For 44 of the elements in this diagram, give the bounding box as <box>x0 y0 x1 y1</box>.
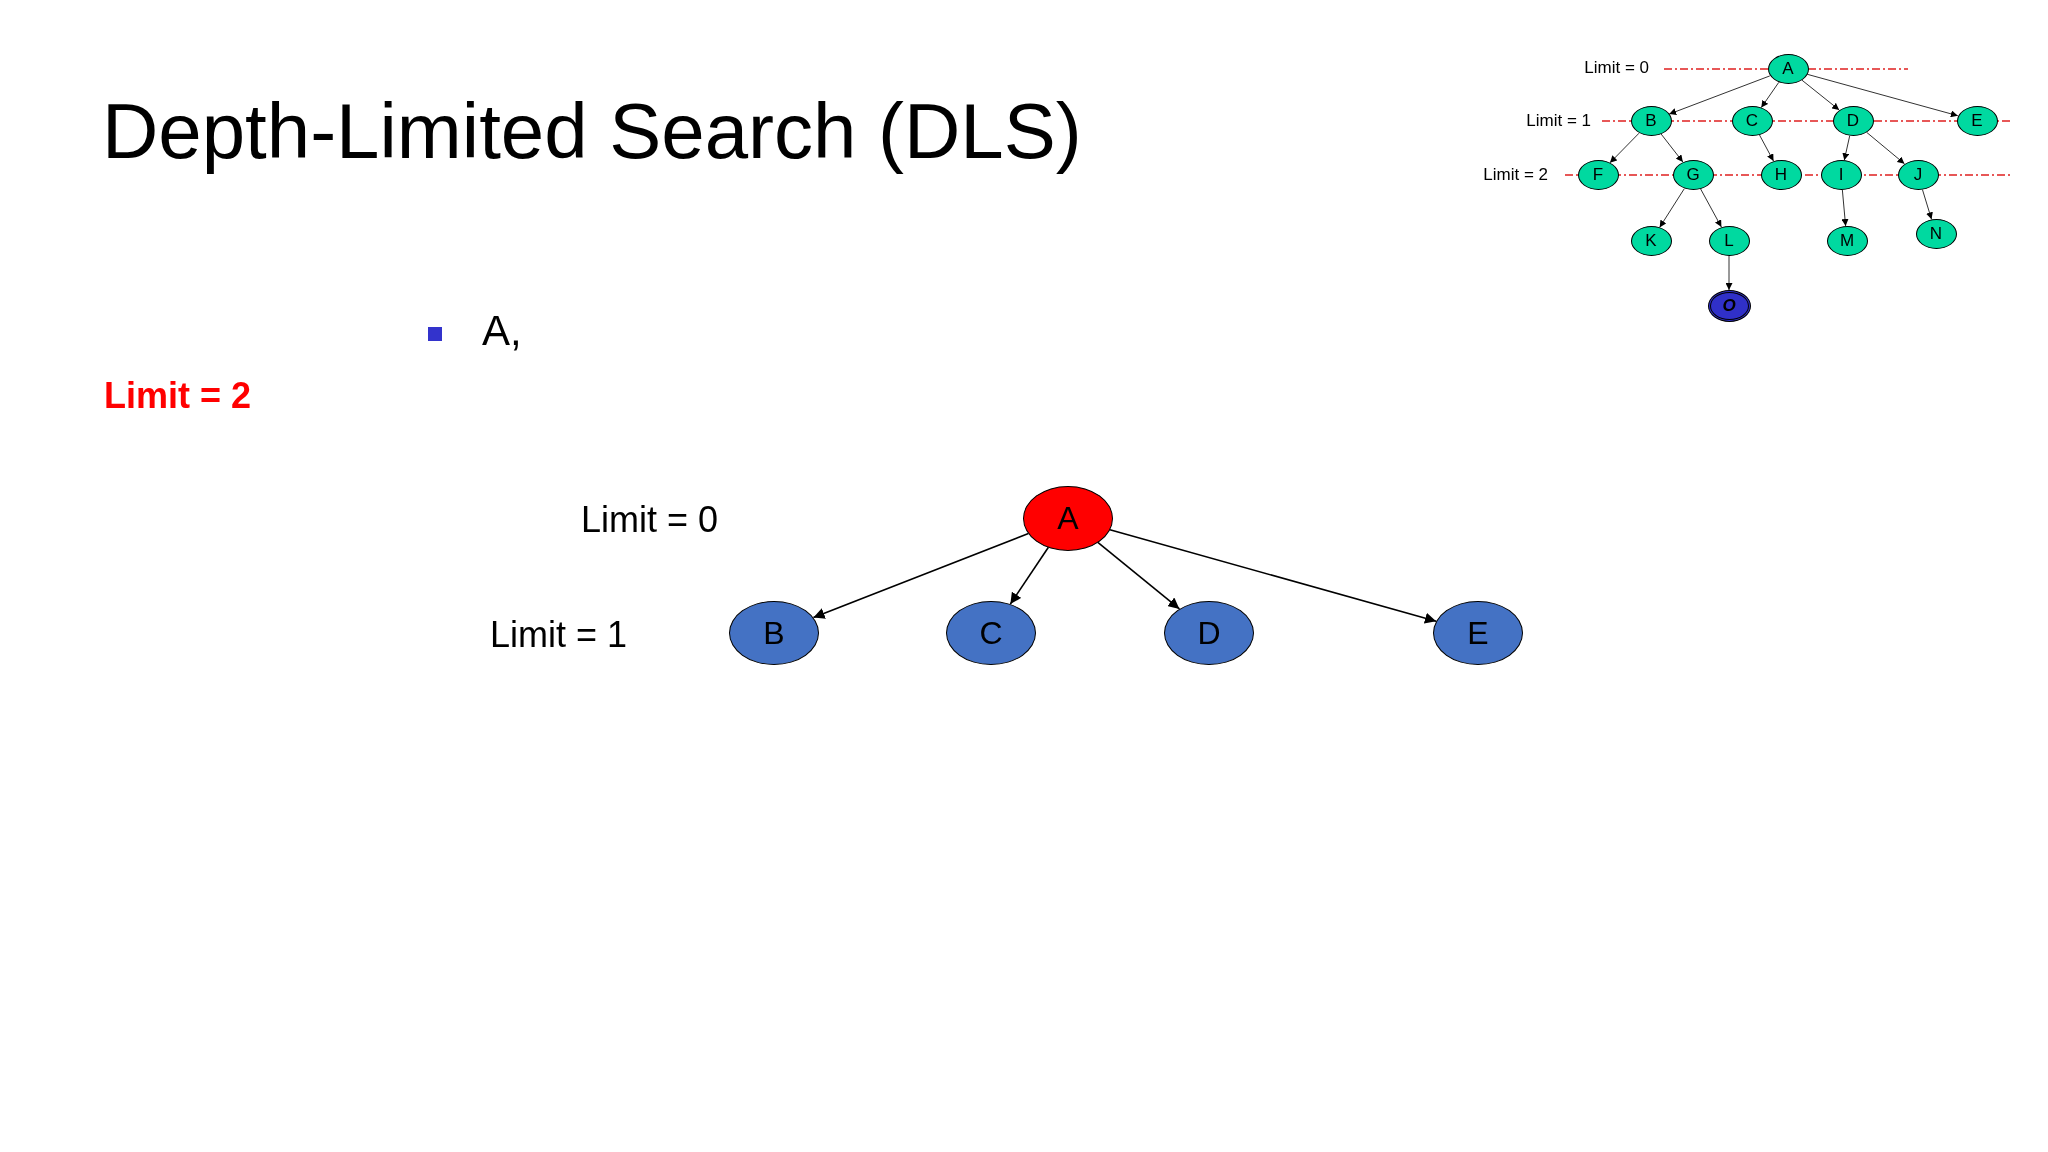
arrow <box>1700 188 1722 228</box>
arrow <box>1725 255 1733 291</box>
arrow <box>1842 135 1851 161</box>
bullet-text: A, <box>482 310 522 352</box>
tree-node: E <box>1433 601 1523 665</box>
tree-node: C <box>1731 106 1773 136</box>
tree-node: F <box>1577 160 1619 190</box>
tree-node: D <box>1164 601 1254 665</box>
arrow <box>1841 189 1849 227</box>
tree-node: E <box>1956 106 1998 136</box>
arrow <box>1009 546 1050 605</box>
tree-node: K <box>1630 226 1672 256</box>
tree-node: H <box>1760 160 1802 190</box>
arrow <box>1609 132 1640 164</box>
tree-node: M <box>1826 226 1868 256</box>
tree-node: A <box>1023 485 1113 551</box>
arrow <box>1109 528 1437 624</box>
arrow <box>1759 134 1774 162</box>
arrow <box>1801 79 1840 111</box>
level-label: Limit = 2 <box>1483 166 1548 183</box>
arrow <box>812 532 1030 619</box>
arrow <box>1097 541 1181 610</box>
level-label: Limit = 0 <box>1584 59 1649 76</box>
tree-node: I <box>1820 160 1862 190</box>
arrow <box>1668 75 1771 115</box>
tree-node: B <box>1630 106 1672 136</box>
tree-node: L <box>1708 226 1750 256</box>
tree-node: N <box>1915 219 1957 249</box>
level-label: Limit = 1 <box>1526 112 1591 129</box>
arrow <box>1866 131 1905 165</box>
tree-node: J <box>1897 160 1939 190</box>
arrow <box>1660 133 1684 163</box>
tree-node: G <box>1672 160 1714 190</box>
tree-node: B <box>729 601 819 665</box>
arrow <box>1806 73 1959 118</box>
arrow <box>1659 188 1685 228</box>
level-label: Limit = 1 <box>489 617 627 653</box>
level-label: Limit = 0 <box>580 502 718 538</box>
tree-node: A <box>1767 54 1809 84</box>
arrow <box>1760 81 1780 109</box>
limit-heading: Limit = 2 <box>104 378 252 414</box>
tree-node: C <box>946 601 1036 665</box>
arrow <box>1921 189 1933 220</box>
tree-node: D <box>1832 106 1874 136</box>
